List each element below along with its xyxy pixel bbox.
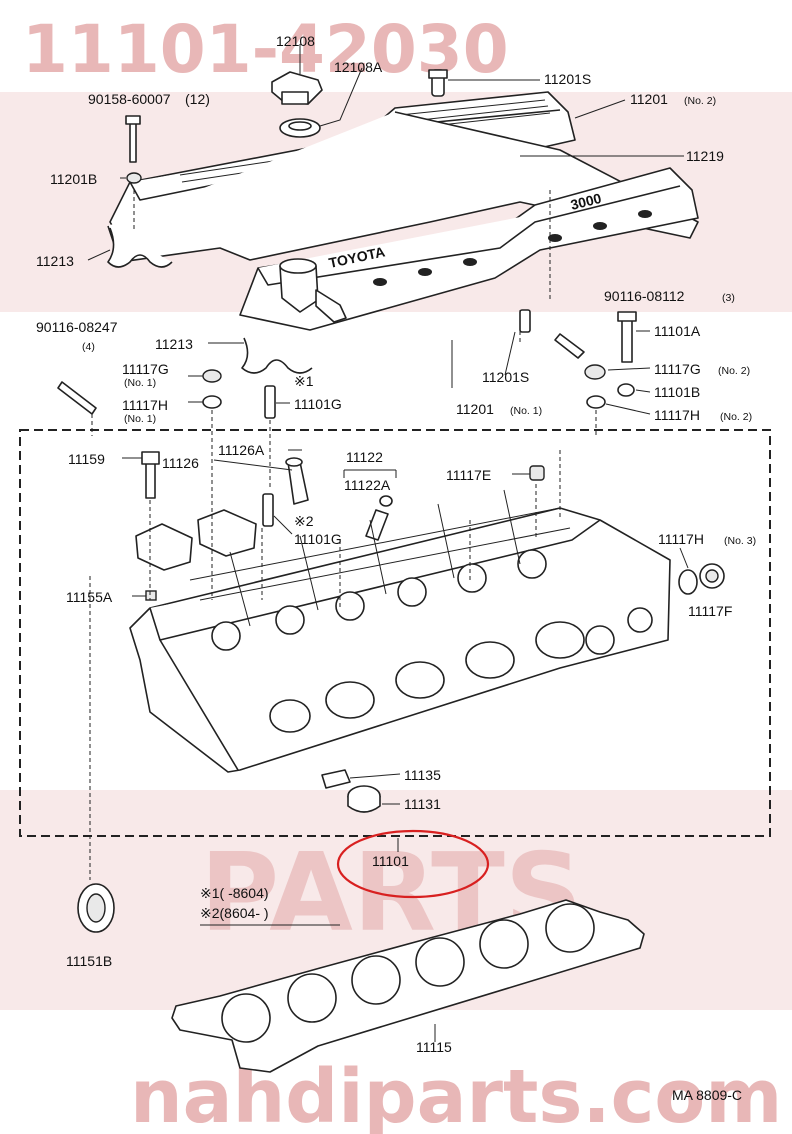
pipe-11122 xyxy=(365,495,393,541)
part-number-labels: 12108 12108A 90158-60007 (12) 11201B 112… xyxy=(36,33,756,1103)
label-ref1-mark: ※1 xyxy=(294,373,314,389)
label-12108: 12108 xyxy=(276,33,315,49)
label-11117H-a-note: (No. 1) xyxy=(124,413,156,425)
seals-11117H-11117F xyxy=(678,563,725,595)
label-11201-mid-note: (No. 1) xyxy=(510,405,542,417)
label-11135: 11135 xyxy=(404,767,441,783)
label-90116-08112-qty: (3) xyxy=(722,292,735,304)
spark-plug-tube-gaskets xyxy=(107,227,313,374)
cylinder-head-gasket-11115 xyxy=(171,899,645,1073)
watermark-site: nahdiparts.com xyxy=(130,1054,782,1134)
label-11101G-a: 11101G xyxy=(294,396,342,412)
leader-lines xyxy=(87,44,689,1042)
label-11117G-a-note: (No. 1) xyxy=(124,377,156,389)
valve-stem-parts xyxy=(321,769,381,813)
label-11122: 11122 xyxy=(346,449,383,465)
cylinder-head-body xyxy=(129,489,671,773)
watermark-part-number: 11101-42030 xyxy=(22,11,509,88)
label-11117F: 11117F xyxy=(688,603,732,619)
oil-seal-11151B xyxy=(77,883,115,933)
label-11117H-c-note: (No. 3) xyxy=(724,535,756,547)
label-11101B: 11101B xyxy=(654,384,700,400)
label-11201S-mid: 11201S xyxy=(482,369,529,385)
plug-11117E xyxy=(529,465,545,481)
label-11117G-b: 11117G xyxy=(654,361,701,377)
label-90116-08247-qty: (4) xyxy=(82,341,95,353)
label-11126A: 11126A xyxy=(218,442,265,458)
sub-assembly-frame xyxy=(19,429,771,837)
grommets xyxy=(202,364,635,409)
watermark: 11101-42030 PARTS nahdiparts.com xyxy=(0,11,792,1134)
stud-90116-08247 xyxy=(57,381,97,415)
label-11117H-c: 11117H xyxy=(658,531,704,547)
note-ref1-date: ※1( -8604) xyxy=(200,885,269,901)
label-11101A: 11101A xyxy=(654,323,701,339)
label-11115: 11115 xyxy=(416,1039,452,1055)
knock-pins-11101G xyxy=(262,385,276,527)
bolt-11101A xyxy=(617,311,637,363)
union-11126 xyxy=(285,457,309,505)
label-11201-top-note: (No. 2) xyxy=(684,95,716,107)
label-11117H-b-note: (No. 2) xyxy=(720,411,752,423)
bolt-90158 xyxy=(125,115,142,184)
label-11155A: 11155A xyxy=(66,589,113,605)
label-11117G-b-note: (No. 2) xyxy=(718,365,750,377)
label-11117G-a: 11117G xyxy=(122,361,169,377)
note-ref2-date: ※2(8604- ) xyxy=(200,905,269,921)
label-12108A: 12108A xyxy=(334,59,383,75)
bolt-11159 xyxy=(141,451,160,499)
label-90158: 90158-60007 xyxy=(88,91,171,107)
label-11201S-top: 11201S xyxy=(544,71,591,87)
label-90158-qty: (12) xyxy=(185,91,210,107)
bolt-11201S-top xyxy=(428,69,448,97)
label-11159: 11159 xyxy=(68,451,105,467)
stud-90116-08112 xyxy=(554,333,585,359)
label-90116-08112: 90116-08112 xyxy=(604,288,685,304)
label-11201B: 11201B xyxy=(50,171,97,187)
label-11117H-b: 11117H xyxy=(654,407,700,423)
label-11117H-a: 11117H xyxy=(122,397,168,413)
label-11213-a: 11213 xyxy=(36,253,74,269)
cam-bearing-caps xyxy=(135,509,257,571)
cylinder-head-cover-no1: TOYOTA 3000 xyxy=(239,167,699,331)
label-11151B: 11151B xyxy=(66,953,112,969)
label-11201-mid: 11201 xyxy=(456,401,494,417)
label-90116-08247: 90116-08247 xyxy=(36,319,118,335)
bolt-11201S-mid xyxy=(519,309,531,333)
highlight-circle xyxy=(336,829,490,899)
label-11201-top: 11201 xyxy=(630,91,668,107)
label-11213-b: 11213 xyxy=(155,336,193,352)
oil-filler-cap xyxy=(271,71,323,138)
label-11122A: 11122A xyxy=(344,477,391,493)
diagram-code: MA 8809-C xyxy=(672,1087,742,1103)
plug-11155A xyxy=(145,590,157,601)
label-ref2-mark: ※2 xyxy=(294,513,314,529)
label-11131: 11131 xyxy=(404,796,441,812)
label-11219: 11219 xyxy=(686,148,724,164)
label-11101G-b: 11101G xyxy=(294,531,342,547)
label-11126: 11126 xyxy=(162,455,199,471)
label-11101: 11101 xyxy=(372,853,409,869)
label-11117E: 11117E xyxy=(446,467,491,483)
assembly-guide-lines xyxy=(89,190,597,880)
cover-engine-text: 3000 xyxy=(569,190,603,213)
